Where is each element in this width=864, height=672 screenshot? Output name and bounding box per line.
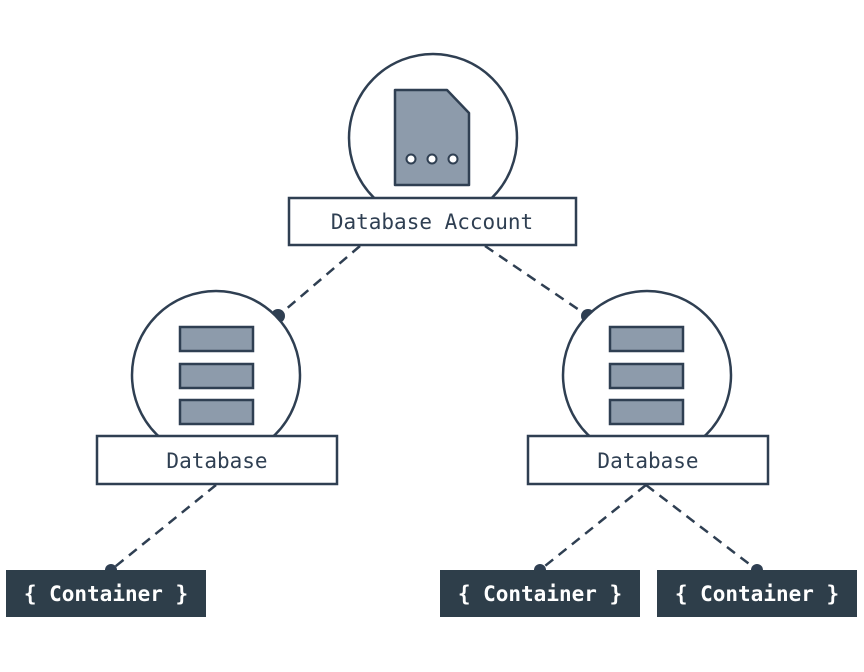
container-node-2: { Container } bbox=[440, 570, 640, 617]
connector-account-to-database-left bbox=[277, 245, 361, 317]
connector-database-right-to-container-3 bbox=[645, 484, 758, 571]
connectors bbox=[110, 244, 758, 571]
container-node-1: { Container } bbox=[6, 570, 206, 617]
database-account-node: Database Account bbox=[287, 52, 578, 247]
database-right-label: Database bbox=[597, 449, 698, 473]
database-right-label-box bbox=[526, 434, 770, 486]
database-left-node: Database bbox=[95, 289, 339, 486]
container-box bbox=[440, 570, 640, 617]
connector-database-right-to-container-2 bbox=[539, 484, 647, 571]
container-box bbox=[6, 570, 206, 617]
connector-database-left-to-container-1 bbox=[110, 484, 217, 571]
container-node-3: { Container } bbox=[657, 570, 857, 617]
account-label: Database Account bbox=[331, 210, 533, 234]
connector-account-to-database-right bbox=[484, 244, 589, 318]
document-icon bbox=[393, 88, 471, 187]
container-box bbox=[657, 570, 857, 617]
database-left-label: Database bbox=[166, 449, 267, 473]
database-right-node: Database bbox=[526, 289, 770, 486]
database-left-label-box bbox=[95, 434, 339, 486]
container-label: { Container } bbox=[675, 582, 839, 606]
database-stack-icon bbox=[608, 325, 685, 426]
database-stack-icon bbox=[178, 325, 255, 426]
container-label: { Container } bbox=[24, 582, 188, 606]
account-label-box bbox=[287, 196, 578, 247]
container-label: { Container } bbox=[458, 582, 622, 606]
